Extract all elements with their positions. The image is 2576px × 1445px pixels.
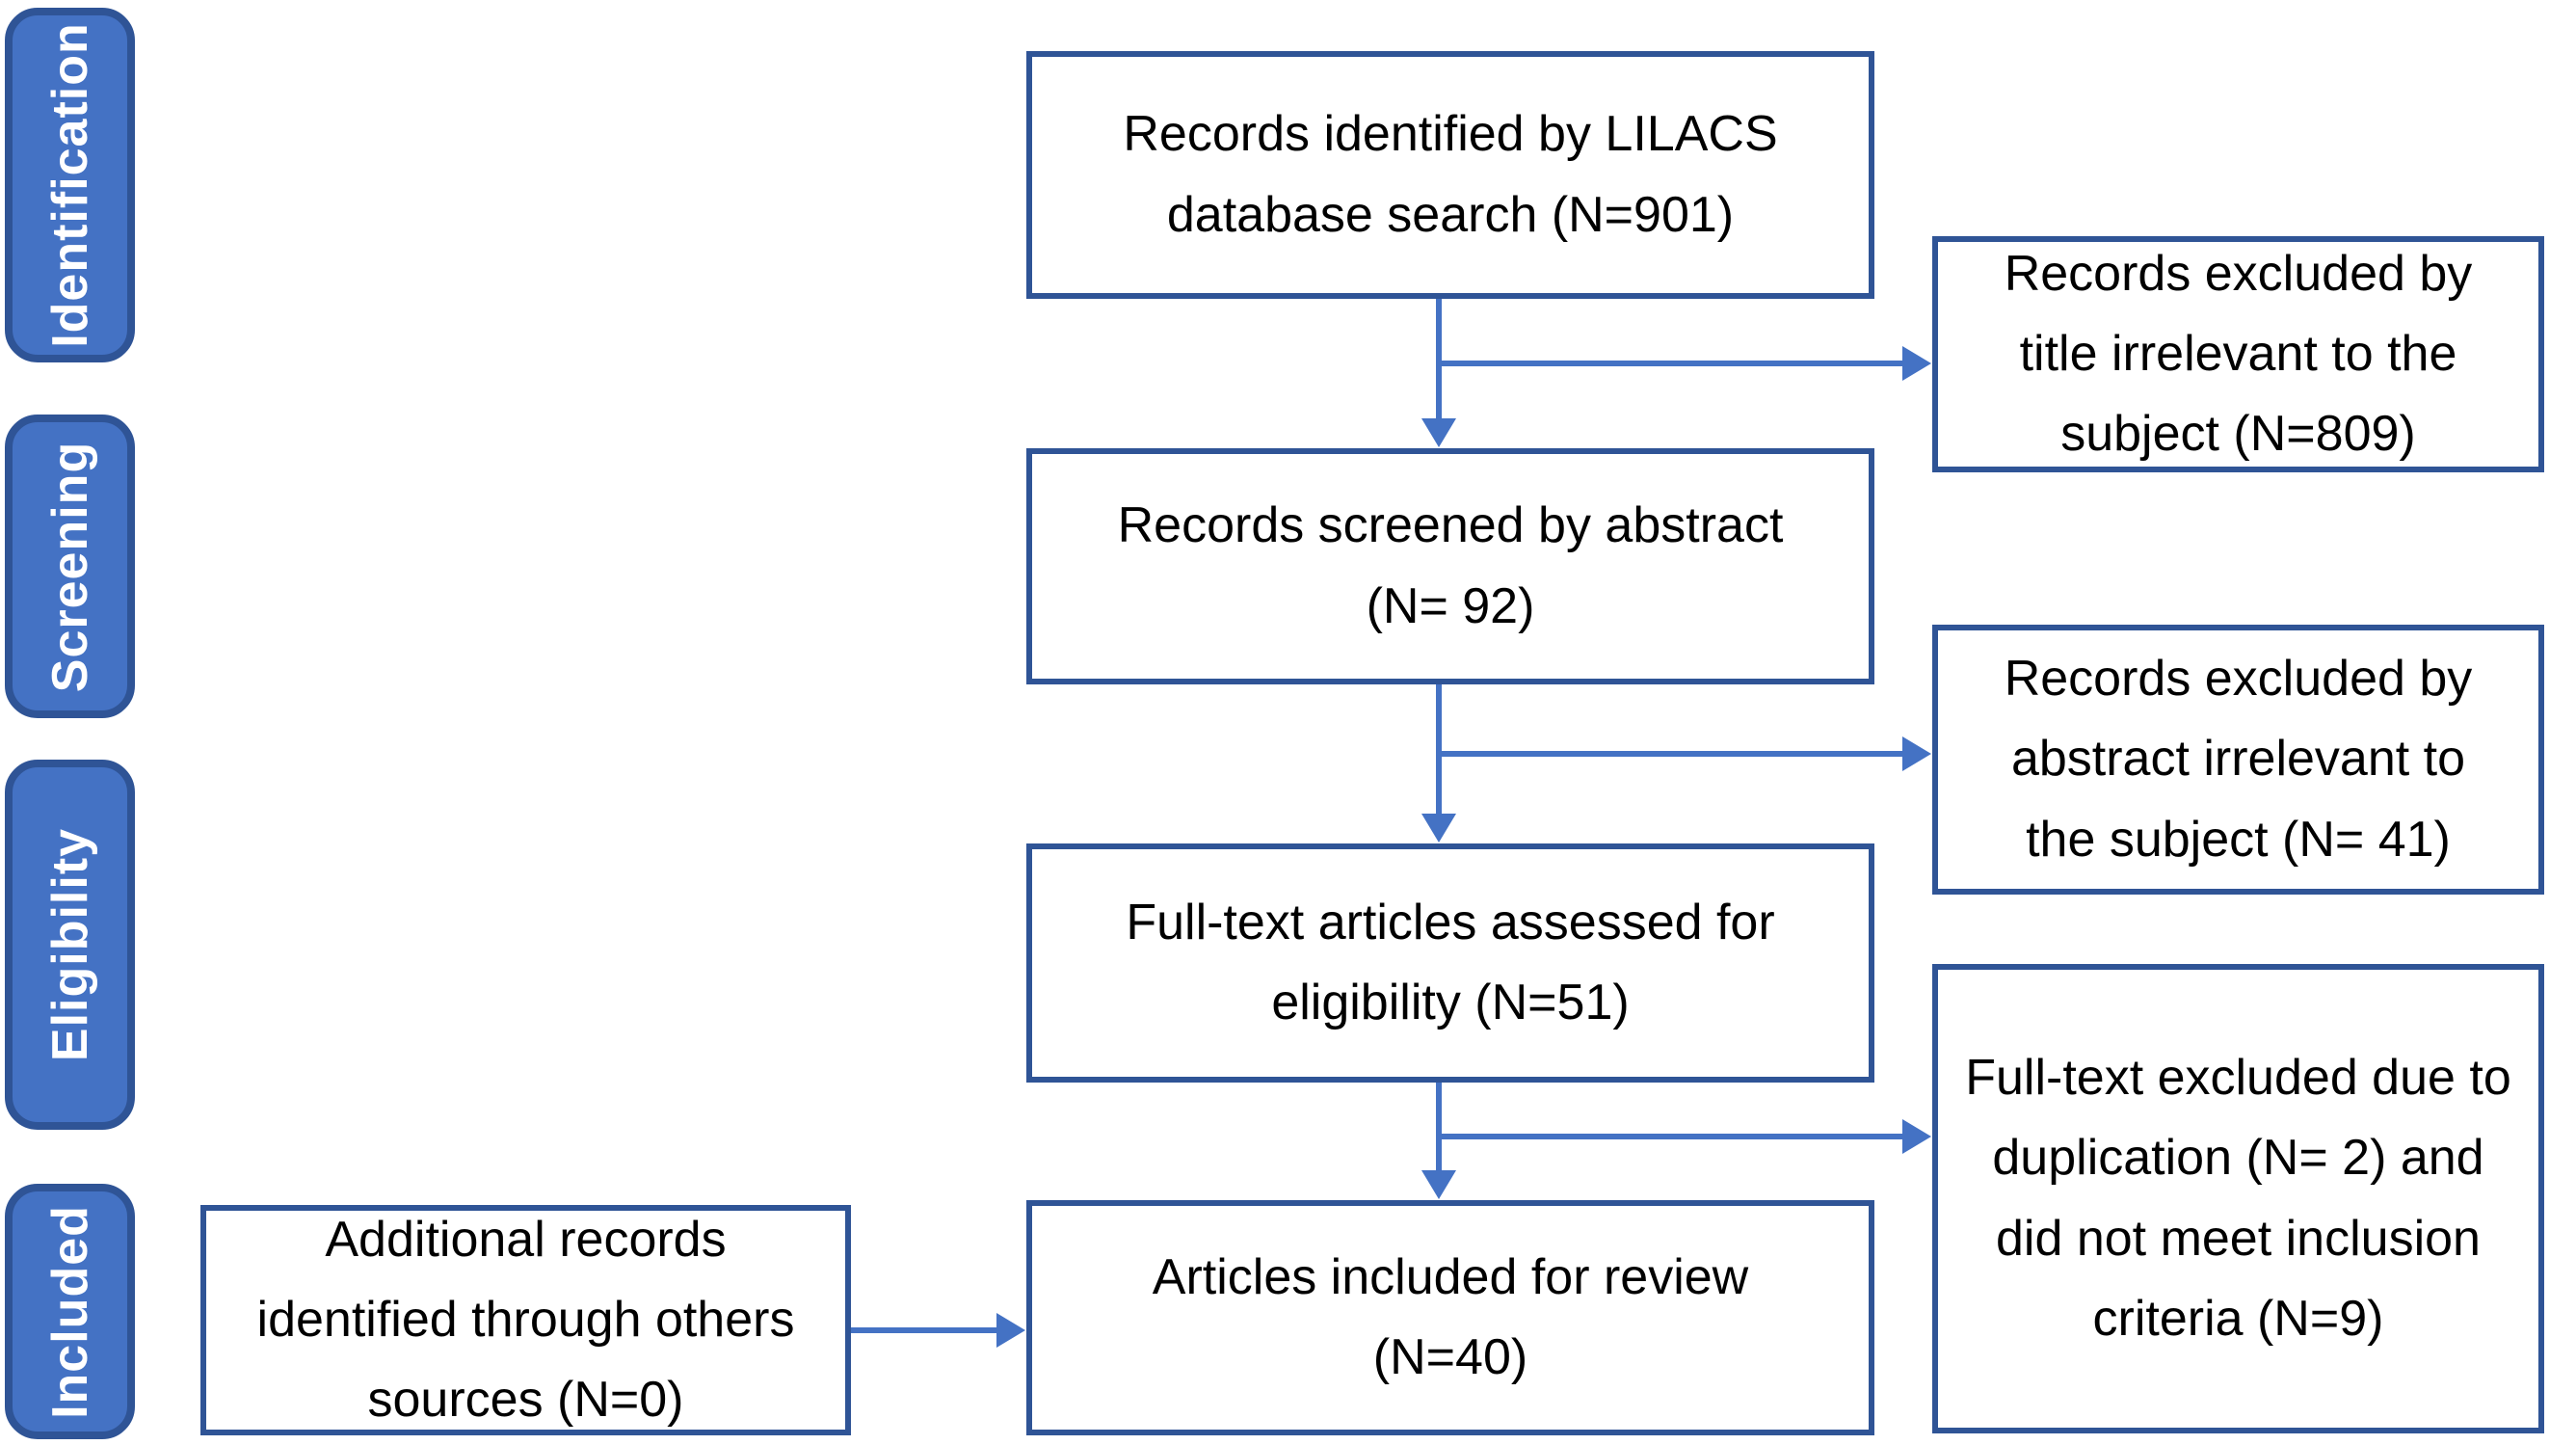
- exclusion-box-fulltext-excluded: Full-text excluded due to duplication (N…: [1932, 964, 2544, 1433]
- flow-box-records-screened-text: Records screened by abstract (N= 92): [1117, 497, 1784, 634]
- stage-label-screening: Screening: [5, 415, 135, 718]
- flow-box-articles-included: Articles included for review (N=40): [1026, 1200, 1874, 1435]
- arrow-fulltext-to-excluded-fulltext: [1436, 1119, 1931, 1154]
- flow-box-fulltext-assessed-text: Full-text articles assessed for eligibil…: [1126, 894, 1775, 1030]
- arrow-screened-to-excluded-abstract: [1436, 736, 1931, 771]
- stage-label-eligibility: Eligibility: [5, 760, 135, 1130]
- arrow-screened-to-fulltext: [1421, 684, 1456, 843]
- arrow-fulltext-to-included: [1421, 1083, 1456, 1199]
- exclusion-box-title-irrelevant-text: Records excluded by title irrelevant to …: [2004, 245, 2473, 463]
- arrow-identified-to-screened: [1421, 299, 1456, 447]
- exclusion-box-abstract-irrelevant-text: Records excluded by abstract irrelevant …: [2004, 651, 2473, 868]
- flow-box-records-screened: Records screened by abstract (N= 92): [1026, 448, 1874, 684]
- arrow-identified-to-excluded-title: [1436, 346, 1931, 381]
- exclusion-box-fulltext-excluded-text: Full-text excluded due to duplication (N…: [1965, 1050, 2511, 1347]
- arrow-additional-to-included: [851, 1313, 1025, 1348]
- flow-box-additional-records-text: Additional records identified through ot…: [256, 1211, 795, 1429]
- stage-label-identification: Identification: [5, 8, 135, 362]
- flow-box-fulltext-assessed: Full-text articles assessed for eligibil…: [1026, 843, 1874, 1083]
- flow-box-records-identified: Records identified by LILACS database se…: [1026, 51, 1874, 299]
- flow-box-records-identified-text: Records identified by LILACS database se…: [1123, 106, 1778, 243]
- stage-label-eligibility-text: Eligibility: [41, 827, 98, 1062]
- stage-label-included-text: Included: [41, 1204, 98, 1419]
- flow-box-additional-records: Additional records identified through ot…: [200, 1205, 851, 1435]
- flow-box-articles-included-text: Articles included for review (N=40): [1152, 1248, 1749, 1385]
- stage-label-screening-text: Screening: [41, 441, 98, 692]
- exclusion-box-title-irrelevant: Records excluded by title irrelevant to …: [1932, 236, 2544, 472]
- exclusion-box-abstract-irrelevant: Records excluded by abstract irrelevant …: [1932, 625, 2544, 895]
- stage-label-identification-text: Identification: [41, 22, 98, 348]
- stage-label-included: Included: [5, 1184, 135, 1439]
